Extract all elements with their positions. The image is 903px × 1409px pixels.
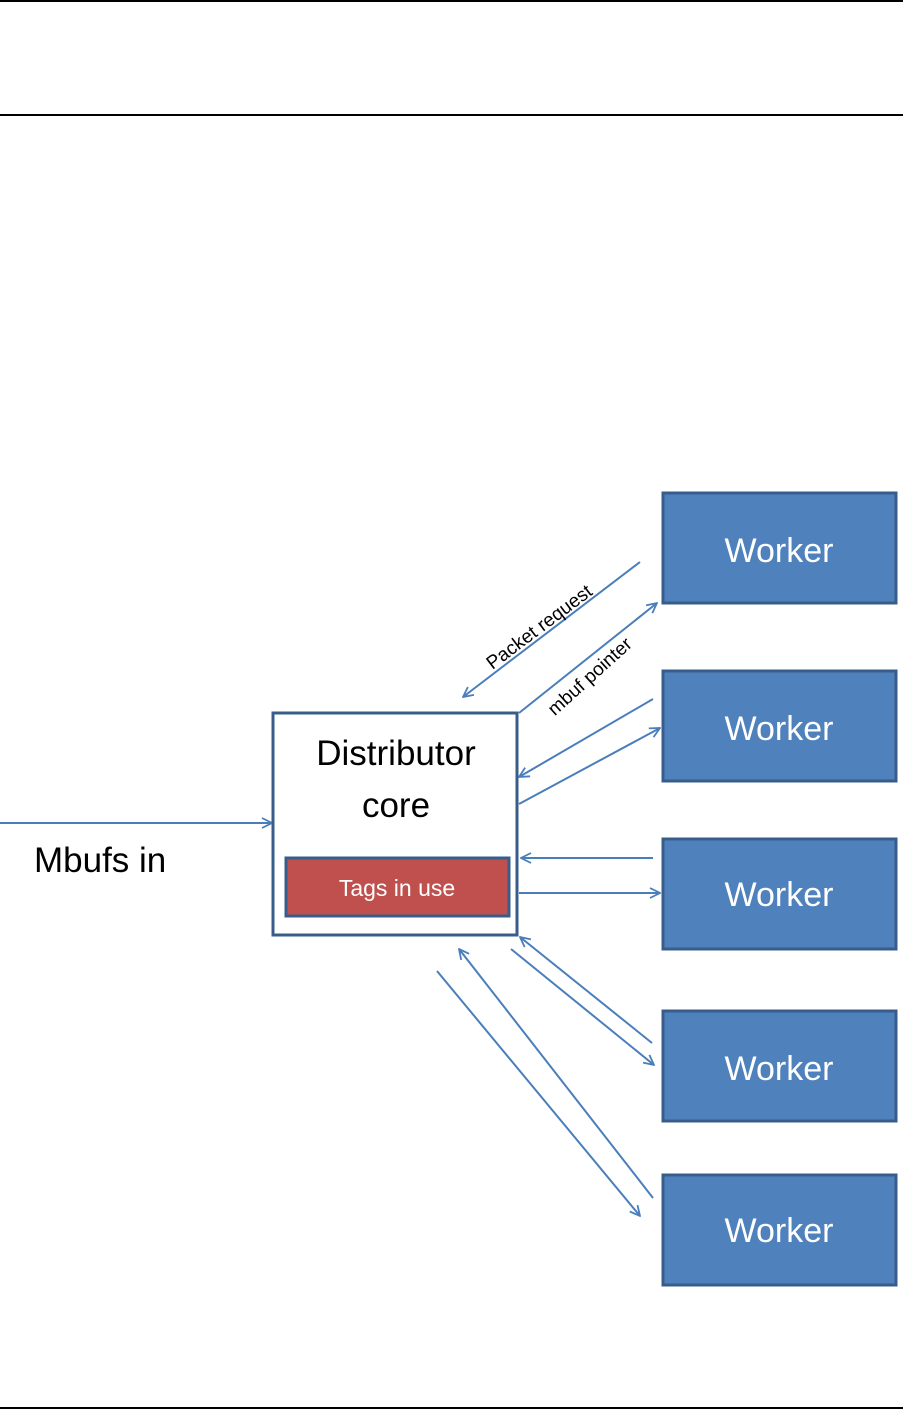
packet-request-arrow-5 — [459, 949, 654, 1199]
worker-label-2: Worker — [725, 710, 834, 748]
page-header-rule-bottom — [0, 114, 903, 116]
mbuf-pointer-label: mbuf pointer — [544, 633, 637, 720]
mbuf-pointer-arrow-5 — [436, 970, 640, 1216]
tags-in-use-box — [284, 856, 511, 918]
worker-label-4: Worker — [725, 1050, 834, 1088]
packet-request-arrow-2 — [519, 698, 654, 777]
page-footer-rule — [0, 1407, 903, 1409]
mbuf-pointer-arrow-2 — [518, 728, 660, 805]
page-header-rule-top — [0, 0, 903, 2]
worker-label-5: Worker — [725, 1212, 834, 1250]
packet-request-arrow-4 — [520, 937, 653, 1044]
worker-box-4 — [661, 1009, 898, 1123]
packet-request-label: Packet request — [483, 581, 597, 674]
mbuf-pointer-arrow-1 — [518, 603, 657, 714]
worker-label-1: Worker — [725, 532, 834, 570]
worker-box-1 — [661, 491, 898, 605]
packet-request-arrow-1 — [463, 561, 641, 697]
input-label: Mbufs in — [34, 841, 166, 880]
tags-in-use-label: Tags in use — [339, 875, 455, 901]
distributor-title-line1: Distributor — [316, 734, 476, 773]
worker-box-2 — [661, 669, 898, 783]
mbuf-pointer-arrow-4 — [510, 948, 654, 1065]
worker-label-3: Worker — [725, 876, 834, 914]
worker-box-5 — [661, 1173, 898, 1287]
distributor-title-line2: core — [362, 786, 430, 825]
worker-box-3 — [661, 837, 898, 951]
